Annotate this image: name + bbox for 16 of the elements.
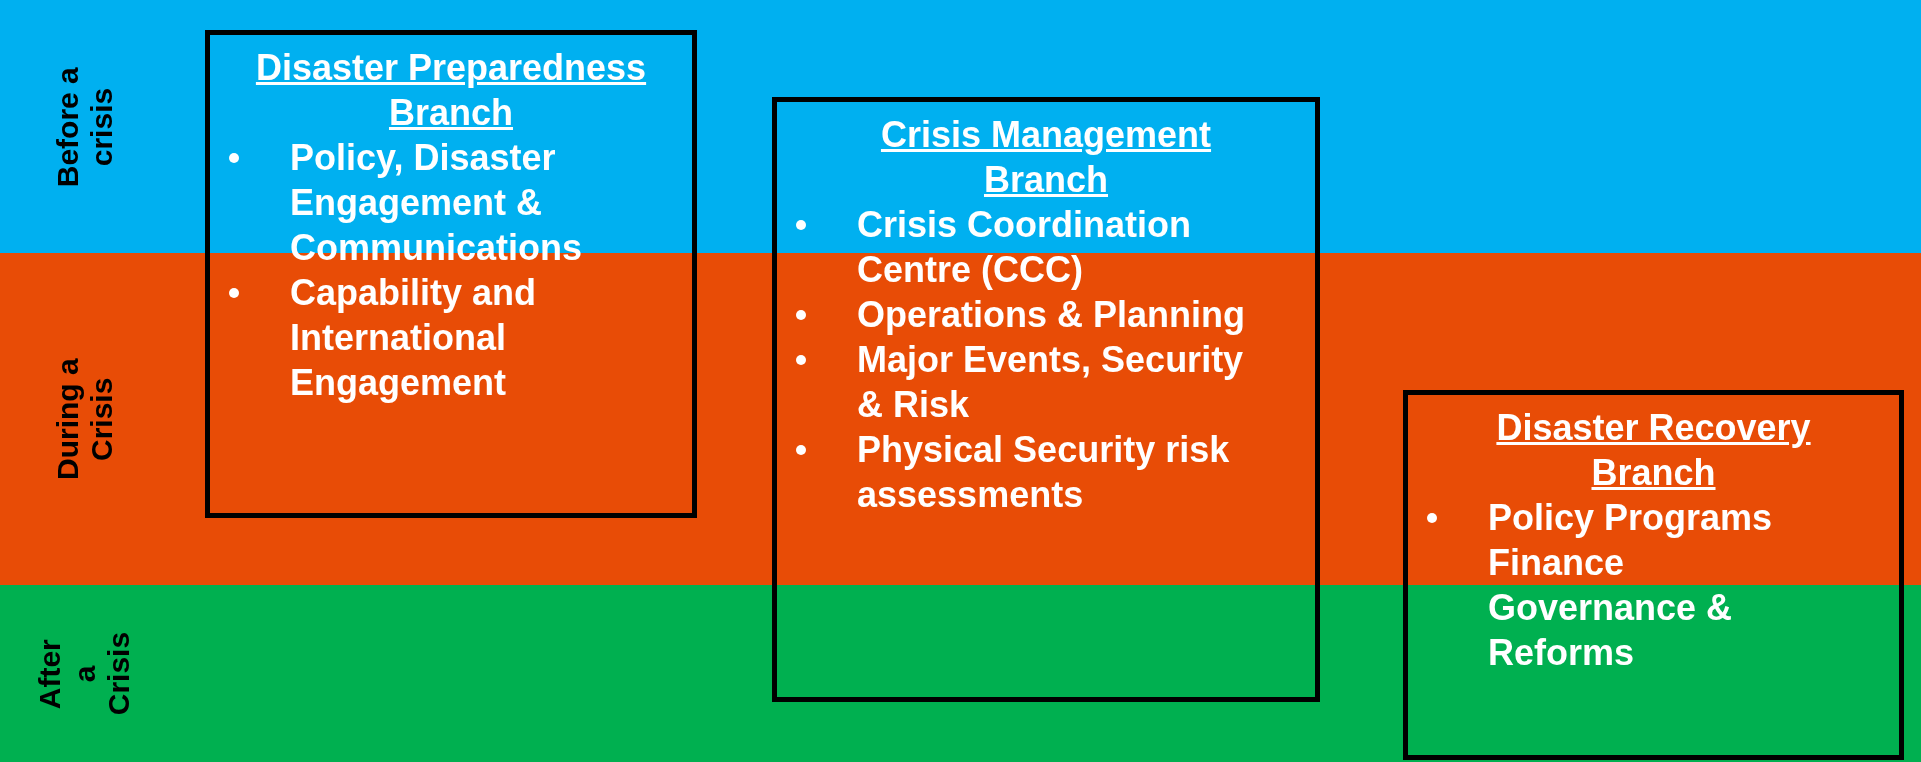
bullet-item: Capability and International Engagement: [290, 271, 538, 405]
bullet-item: Policy Programs Finance Governance & Reforms: [1488, 496, 1774, 675]
phase-label: After a Crisis: [33, 630, 137, 718]
bullet-item: Physical Security risk assessments: [857, 428, 1231, 517]
branch-heading: Crisis Management Branch: [879, 113, 1213, 202]
branch-heading: Disaster Recovery Branch: [1495, 406, 1812, 495]
bullet-item: Crisis Coordination Centre (CCC): [857, 203, 1193, 292]
branch-frame: [772, 97, 1320, 702]
branch-frame: [205, 30, 697, 518]
phase-label: Before a crisis: [50, 65, 119, 189]
branch-frame: [1403, 390, 1904, 760]
branch-heading: Disaster Preparedness Branch: [254, 46, 648, 135]
bullet-item: Major Events, Security & Risk: [857, 338, 1245, 427]
bullet-item: Operations & Planning: [857, 293, 1247, 337]
phase-label: During a Crisis: [50, 357, 119, 482]
phase-band: [0, 585, 1921, 762]
